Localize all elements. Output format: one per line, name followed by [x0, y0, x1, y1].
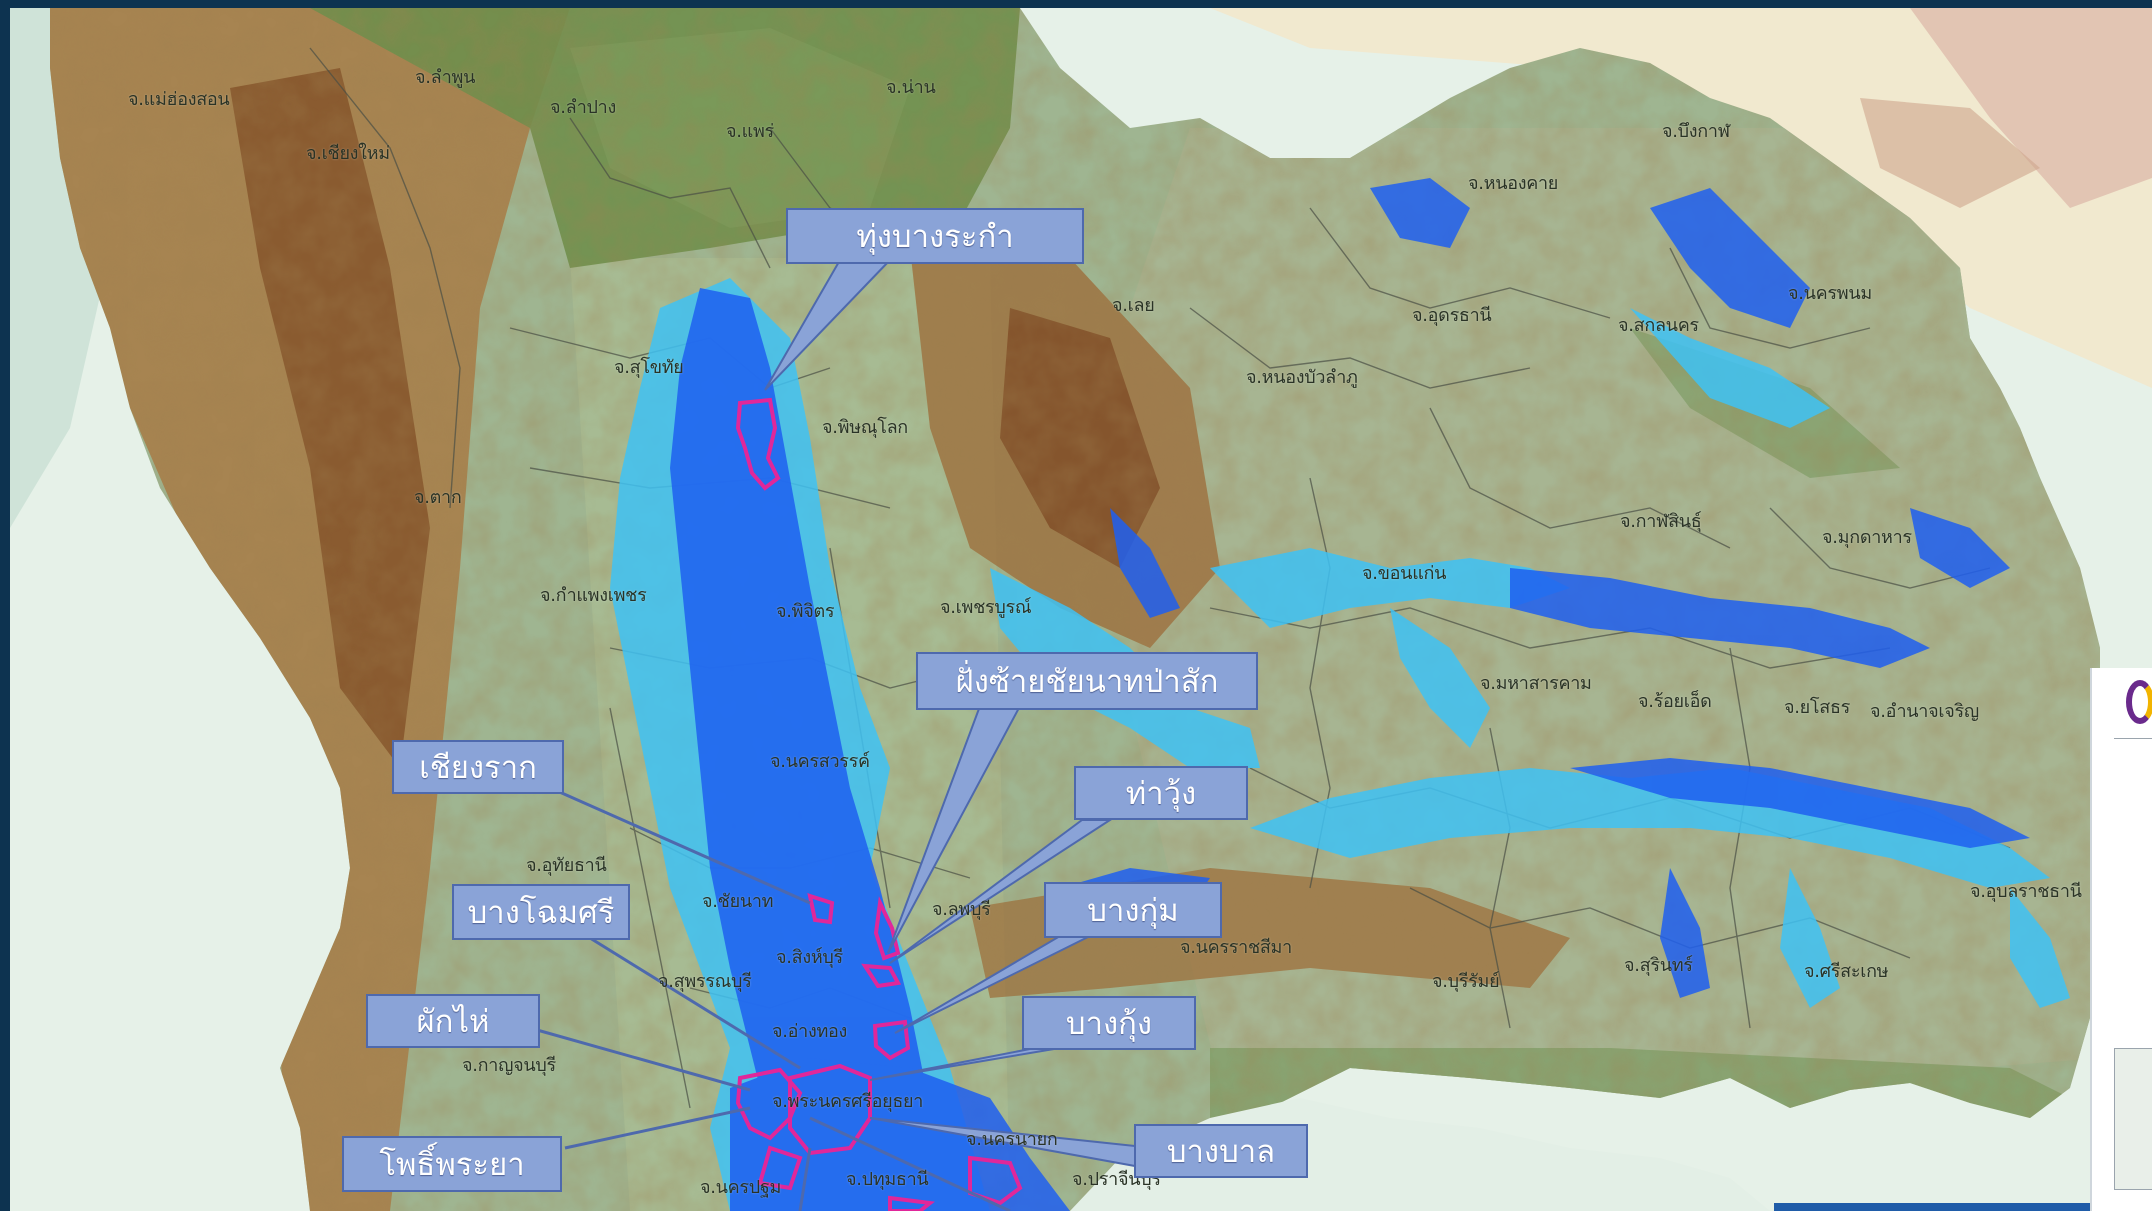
province-label-khonkaen: จ.ขอนแก่น: [1362, 563, 1447, 584]
polder-ayutthaya: [788, 1063, 872, 1156]
line-chiang-rak: [554, 788, 811, 905]
organization-logo-icon: [2126, 680, 2152, 724]
province-label-tak: จ.ตาก: [414, 487, 462, 508]
line-pho-phraya: [564, 1106, 751, 1150]
province-label-buengkan: จ.บึงกาฬ: [1662, 121, 1730, 142]
province-label-lopburi: จ.ลพบุรี: [932, 899, 991, 920]
callout-bang-kum: บางกุ่ม: [1044, 882, 1222, 938]
northeast-mountains: [1910, 8, 2152, 208]
callout-leaders: [764, 259, 1136, 1168]
callout-pho-phraya: โพธิ์พระยา: [342, 1136, 562, 1192]
province-label-sakonnakhon: จ.สกลนคร: [1618, 315, 1699, 336]
northeast-ridge: [1860, 98, 2040, 208]
province-label-nakhonsawan: จ.นครสวรรค์: [770, 751, 870, 772]
province-label-angthong: จ.อ่างทอง: [772, 1021, 848, 1042]
province-label-phitsanulok: จ.พิษณุโลก: [822, 417, 908, 438]
callout-bang-mok: บางโฉมศรี: [452, 884, 630, 940]
province-label-nongbualamphu: จ.หนองบัวลำภู: [1246, 367, 1358, 388]
callout-chiang-rak: เชียงราก: [392, 740, 564, 794]
province-label-singburi: จ.สิงห์บุรี: [776, 947, 843, 968]
province-label-chainat: จ.ชัยนาท: [702, 891, 774, 912]
province-label-amnatcharoen: จ.อำนาจเจริญ: [1870, 701, 1979, 722]
province-label-loei: จ.เลย: [1112, 295, 1155, 316]
line-phak-hai: [529, 1026, 751, 1092]
province-label-ayutthaya: จ.พระนครศรีอยุธยา: [772, 1091, 924, 1112]
polder-phak-hai: [735, 1067, 803, 1141]
leader-tha-wang: [889, 819, 1114, 964]
province-label-suphanburi: จ.สุพรรณบุรี: [658, 971, 752, 992]
polder-chiang-rak: [807, 893, 835, 925]
province-label-nakhonphanom: จ.นครพนม: [1788, 283, 1872, 304]
province-label-kamphaengphet: จ.กำแพงเพชร: [540, 585, 647, 606]
polder-pho-phraya: [757, 1145, 803, 1191]
province-label-udonthani: จ.อุดรธานี: [1412, 305, 1492, 326]
callout-bang-kung: บางกุ้ง: [1022, 996, 1196, 1050]
polder-fang-sai: [873, 896, 901, 961]
province-label-ubonratchathani: จ.อุบลราชธานี: [1970, 881, 2082, 902]
line-south-a: [809, 1116, 1011, 1211]
province-label-mahasarakham: จ.มหาสารคาม: [1480, 673, 1592, 694]
polder-bang-ban: [968, 1155, 1023, 1206]
province-label-pathumthani: จ.ปทุมธานี: [846, 1169, 929, 1190]
province-label-phrae: จ.แพร่: [726, 121, 774, 142]
polder-tha-wang: [861, 963, 902, 989]
polder-thung-bang-rakam: [735, 397, 781, 491]
polder-south: [888, 1195, 935, 1211]
province-label-chiangmai: จ.เชียงใหม่: [306, 143, 390, 164]
province-label-surin: จ.สุรินทร์: [1624, 955, 1693, 976]
province-label-kanchanaburi: จ.กาญจนบุรี: [462, 1055, 556, 1076]
province-label-phichit: จ.พิจิตร: [776, 601, 835, 622]
province-label-mukdahan: จ.มุกดาหาร: [1822, 527, 1912, 548]
province-label-lampang: จ.ลำปาง: [550, 97, 616, 118]
callout-thung-bang-rakam: ทุ่งบางระกำ: [786, 208, 1084, 264]
line-bang-mok: [589, 936, 801, 1070]
province-label-sukhothai: จ.สุโขทัย: [614, 357, 684, 378]
callout-phak-hai: ผักไห่: [366, 994, 540, 1048]
callout-bang-ban: บางบาล: [1134, 1124, 1308, 1178]
panel-thumbnail: [2114, 1048, 2152, 1190]
province-label-roiet: จ.ร้อยเอ็ด: [1638, 691, 1712, 712]
callout-tha-wang: ท่าวุ้ง: [1074, 766, 1248, 820]
callout-lines: [529, 788, 1011, 1211]
province-label-phetchabun: จ.เพชรบูรณ์: [940, 597, 1032, 618]
province-label-nakhonratchasima: จ.นครราชสีมา: [1180, 937, 1292, 958]
province-label-kalasin: จ.กาฬสินธุ์: [1620, 511, 1702, 532]
province-label-nan: จ.น่าน: [886, 77, 936, 98]
province-label-yasothon: จ.ยโสธร: [1784, 697, 1851, 718]
province-label-nongkhai: จ.หนองคาย: [1468, 173, 1559, 194]
province-label-uthaithani: จ.อุทัยธานี: [526, 855, 607, 876]
north-upland-shading: [1210, 8, 2152, 388]
province-label-nakhonnayok: จ.นครนายก: [966, 1129, 1058, 1150]
line-south-b: [798, 1147, 812, 1211]
side-panel: [2090, 668, 2152, 1211]
polder-outlines: [735, 397, 1023, 1211]
callout-fang-sai-chainat-pasak: ฝั่งซ้ายชัยนาทป่าสัก: [916, 652, 1258, 710]
panel-divider: [2114, 738, 2152, 739]
province-label-maehongson: จ.แม่ฮ่องสอน: [128, 89, 230, 110]
province-label-nakhonpathom: จ.นครปฐม: [700, 1177, 782, 1198]
province-label-sisaket: จ.ศรีสะเกษ: [1804, 961, 1889, 982]
province-label-buriram: จ.บุรีรัมย์: [1432, 971, 1500, 992]
province-label-lamphun: จ.ลำพูน: [415, 67, 476, 88]
bottom-accent-bar: [1774, 1203, 2090, 1211]
flood-deep-areas: [670, 178, 2030, 1211]
polder-bang-kum: [872, 1019, 911, 1061]
